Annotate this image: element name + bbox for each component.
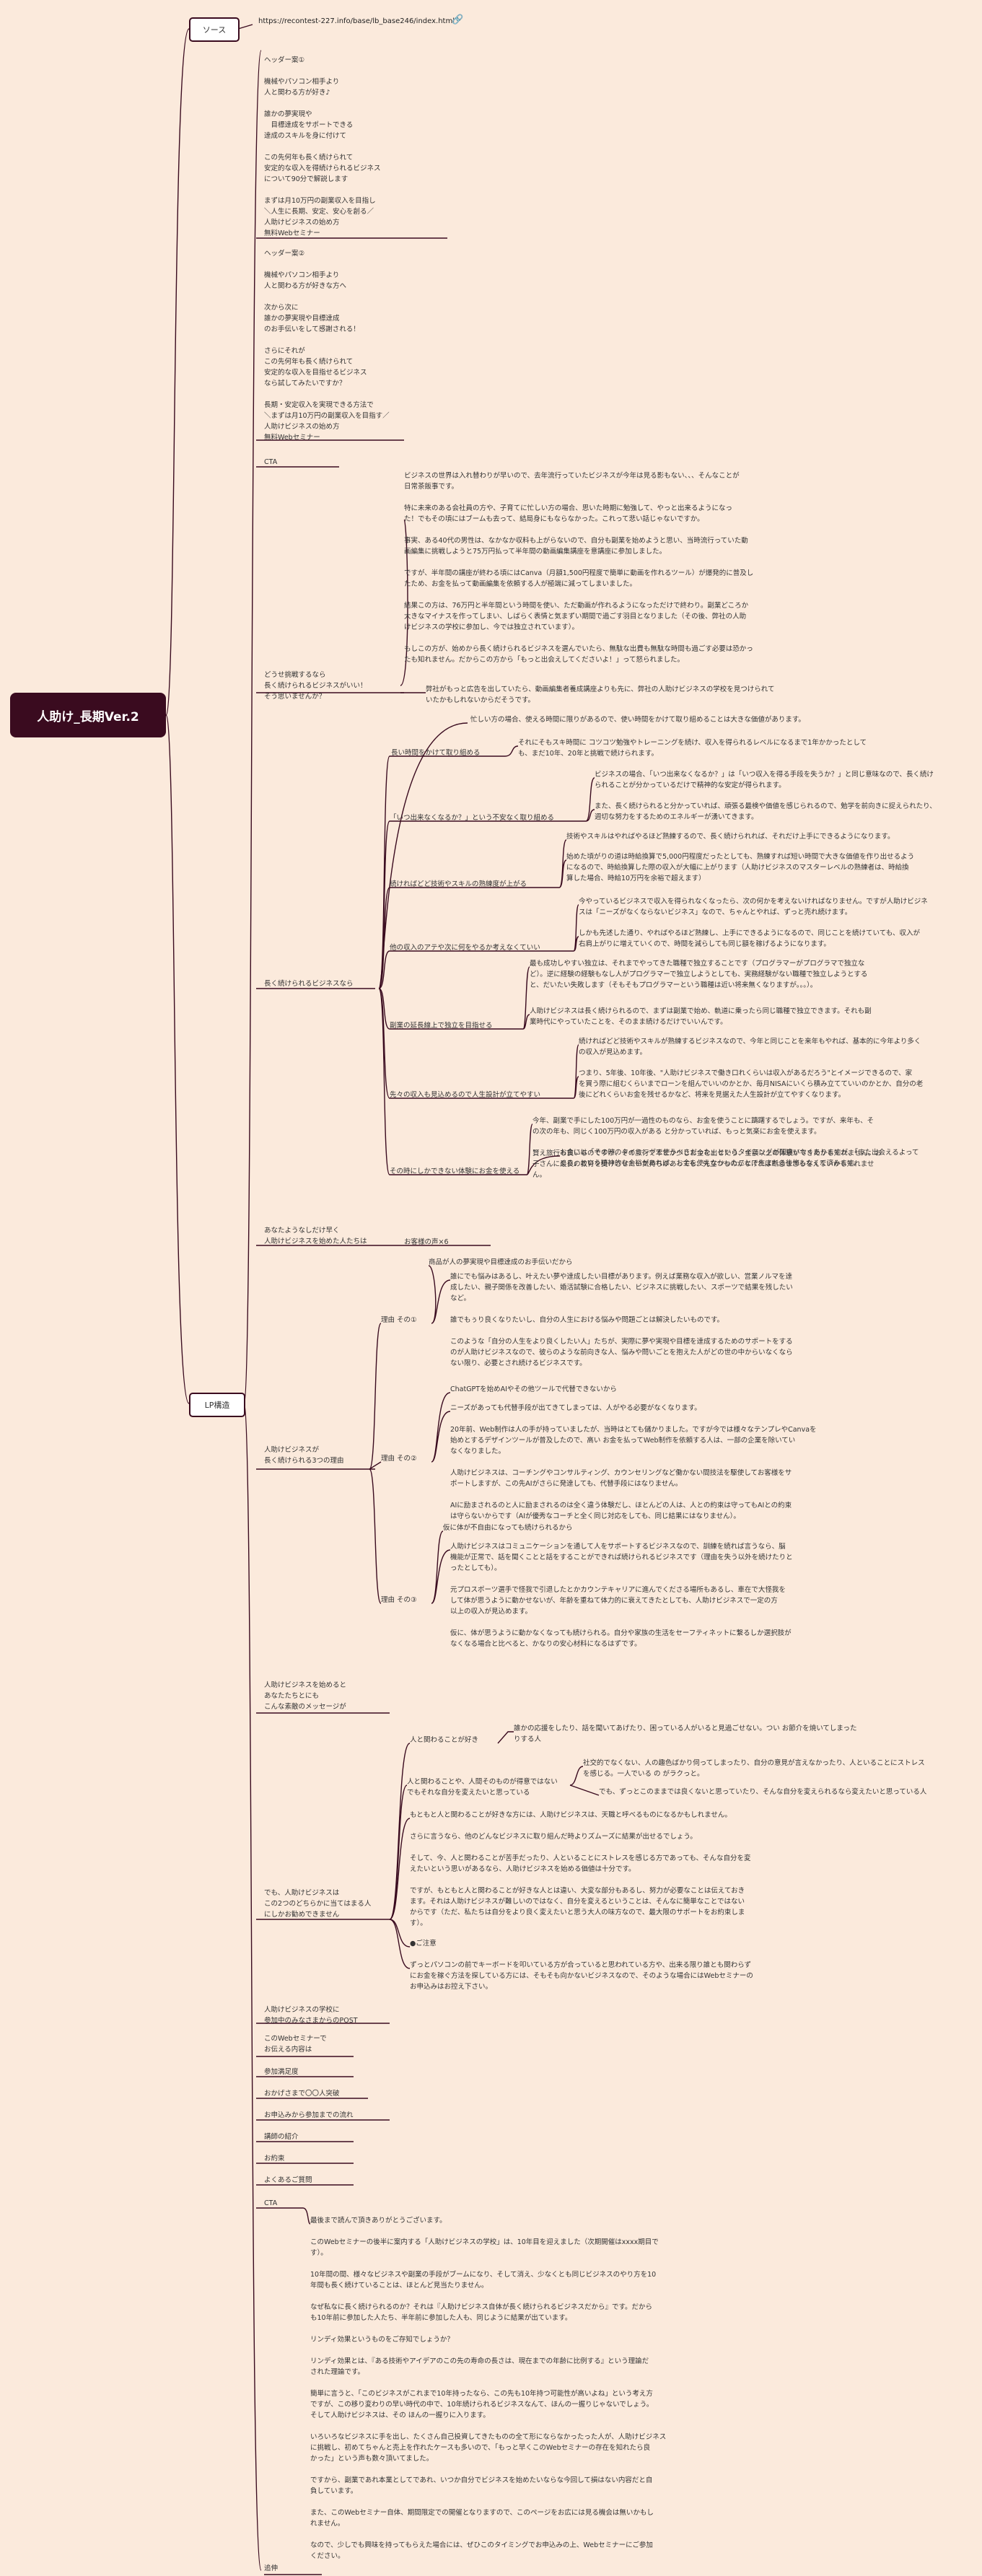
mindmap-node[interactable]: 人助けビジネスを始めると あなたたちとにも こんな素敵のメッセージが (264, 1681, 347, 1711)
mindmap-node[interactable]: 人助けビジネスはコミュニケーションを通して人をサポートするビジネスなので、訓練を… (450, 1543, 793, 1648)
mindmap-node[interactable]: 人助けビジネスが 長く続けられる3つの理由 (264, 1446, 344, 1465)
root-node[interactable]: 人助け_長期Ver.2 (10, 693, 166, 737)
source-node[interactable]: ソース (189, 17, 240, 42)
mindmap-node[interactable]: お約束 (264, 2155, 285, 2163)
mindmap-node[interactable]: もともと人と関わることが好きな方には、人助けビジネスは、天職と呼べるものになるか… (410, 1811, 751, 1927)
mindmap-node[interactable]: 理由 その① (381, 1316, 417, 1324)
mindmap-node[interactable]: 仮に体が不自由になっても続けられるから (443, 1524, 573, 1532)
mindmap-node[interactable]: 講師の紹介 (264, 2133, 299, 2141)
mindmap-node[interactable]: 今やっているビジネスで収入を得られなくなったら、次の何かを考えないければなりませ… (579, 898, 928, 916)
mindmap-node[interactable]: 長く続けられるビジネスなら (264, 980, 354, 988)
mindmap-node[interactable]: でも、人助けビジネスは この2つのどちらかに当てはまる人 にしかお勧めできません (264, 1889, 372, 1919)
mindmap-node[interactable]: 誰にでも悩みはあるし、叶えたい夢や達成したい目標があります。例えば業務な収入が欲… (450, 1273, 793, 1367)
mindmap-node[interactable]: 副業の延長線上で独立を目指せる (390, 1022, 493, 1030)
mindmap-node[interactable]: しかも先述した通り、やればやるほど熟練し、上手にできるようになるので、同じことを… (579, 929, 921, 948)
mindmap-node[interactable]: よくあるご質問 (264, 2176, 312, 2184)
mindmap-node[interactable]: 始めた頃がりの道は時給換算で5,000円程度だったとしても、熟練すれば短い時間で… (566, 853, 915, 882)
mindmap-node[interactable]: お金には「その時のタイミングで使うべきだった」というタイミングが間違いなくありま… (560, 1149, 919, 1167)
mindmap-node[interactable]: あなたようなしだけ早く 人助けビジネスを始めた人たちは (264, 1227, 367, 1245)
mindmap-node[interactable]: 忙しい方の場合、使える時間に限りがあるので、使い時間をかけて取り組めることは大き… (470, 716, 805, 724)
mindmap-node[interactable]: 人助けビジネスは長く続けられるので、まずは副業で始め、軌道に乗ったら同じ職種で独… (530, 1007, 872, 1026)
mindmap-node[interactable]: 人と関わることや、人間そのものが得意ではない でもそれな自分を変えたいと思ってい… (407, 1778, 558, 1797)
mindmap-node[interactable]: 「いつ出来なくなるか？」という不安なく取り組める (390, 814, 555, 822)
mindmap-node[interactable]: 弊社がもっと広告を出していたら、動画編集者養成講座よりも先に、弊社の人助けビジネ… (426, 685, 775, 704)
mindmap-node[interactable]: それにそもスキ時間に コツコツ勉強やトレーニングを続け、収入を得られるレベルにな… (518, 739, 867, 758)
mindmap-node[interactable]: ずっとパソコンの前でキーボードを叩いている方が合っていると思われている方や、出来… (410, 1961, 753, 1991)
mindmap-node[interactable]: 今年、副業で手にした100万円が一過性のものなら、お金を使うことに躊躇するでしょ… (532, 1117, 882, 1179)
mindmap-node[interactable]: このWebセミナーで お伝える内容は (264, 2035, 327, 2054)
mindmap-node[interactable]: 追伸 (264, 2564, 279, 2572)
mindmap-node[interactable]: 理由 その③ (381, 1596, 417, 1604)
mindmap-node[interactable]: 先々の収入も見込めるので人生設計が立てやすい (390, 1091, 541, 1099)
mindmap-node[interactable]: どうせ挑戦するなら 長く続けられるビジネスがいい！ そう思いませんか？ (264, 671, 367, 701)
mindmap-node[interactable]: でも、ずっとこのままでは良くないと思っていたり、そんな自分を変えられるなら変えた… (599, 1788, 927, 1796)
link-icon[interactable]: 🔗 (452, 14, 464, 25)
lp-structure-node[interactable]: LP構造 (189, 1393, 245, 1417)
mindmap-node[interactable]: ChatGPTを始めAIやその他ツールで代替できないから (450, 1385, 617, 1393)
mindmap-node[interactable]: CTA (264, 458, 278, 466)
mindmap-node[interactable]: ヘッダー案① 機械やパソコン相手より 人と関わる方が好き♪ 誰かの夢実現や 目標… (264, 56, 381, 237)
mindmap-node[interactable]: 社交的でなくない、人の趣色ばかり伺ってしまったり、自分の意見が言えなかったり、人… (583, 1759, 925, 1778)
mindmap-node[interactable]: 人と関わることが好き (410, 1736, 479, 1744)
mindmap-node[interactable]: つまり、5年後、10年後、"人助けビジネスで働き口れくらいは収入があるだろう"と… (579, 1069, 924, 1099)
mindmap-node[interactable]: 理由 その② (381, 1455, 417, 1463)
mindmap-node[interactable]: ヘッダー案② 機械やパソコン相手より 人と関わる方が好きな方へ 次から次に 誰か… (264, 250, 390, 442)
mindmap-node[interactable]: 続ければどど技術やスキルが熟練するビジネスなので、今年と同じことを来年もやれば、… (579, 1038, 921, 1056)
mindmap-node[interactable]: 商品が人の夢実現や目標達成のお手伝いだから (429, 1258, 573, 1266)
mindmap-node[interactable]: お客様の声×6 (404, 1238, 449, 1246)
mindmap-node[interactable]: また、長く続けられると分かっていれば、頑張る最検や価値を感じられるので、勉学を前… (595, 802, 937, 821)
mindmap-node[interactable]: 参加満足度 (264, 2068, 299, 2076)
source-url: https://recontest-227.info/base/lb_base2… (258, 17, 455, 25)
mindmap-node[interactable]: CTA (264, 2199, 278, 2207)
mindmap-node[interactable]: 技術やスキルはやればやるほど熟練するので、長く続けられれば、それだけ上手にできる… (566, 833, 895, 841)
mindmap-node[interactable]: ビジネスの世界は入れ替わりが早いので、去年流行っていたビジネスが今年は見る影もな… (404, 472, 754, 664)
mindmap-node[interactable]: その時にしかできない体験にお金を使える (390, 1167, 520, 1175)
mindmap-node[interactable]: 誰かの応援をしたり、話を聞いてあげたり、困っている人がいると見過ごせない。つい … (514, 1725, 857, 1743)
mindmap-node[interactable]: 他の収入のアテや次に何をやるか考えなくていい (390, 944, 540, 952)
mindmap-node[interactable]: ●ご注意 (410, 1940, 437, 1948)
mindmap-node[interactable]: ビジネスの場合、「いつ出来なくなるか？」は「いつ収入を得る手段を失うか？」と同じ… (595, 771, 934, 789)
mindmap-node[interactable]: 人助けビジネスの学校に 参加中のみなさまからのPOST (264, 2006, 358, 2025)
mindmap-node[interactable]: おかげさまで〇〇人突破 (264, 2090, 340, 2098)
mindmap-node[interactable]: 長い時間をかけて取り組める (391, 749, 481, 757)
mindmap-node[interactable]: 最も成功しやすい独立は、それまでやってきた職種で独立することです（プログラマーが… (530, 960, 868, 989)
mindmap-node[interactable]: 最後まで読んで頂きありがとうございます。 このWebセミナーの後半に案内する「人… (310, 2217, 667, 2560)
mindmap-node[interactable]: お申込みから参加までの流れ (264, 2111, 354, 2119)
mindmap-node[interactable]: ニーズがあっても代替手段が出てきてしまっては、人がやる必要がなくなります。 20… (450, 1404, 817, 1520)
mindmap-node[interactable]: 続ければどど技術やスキルの熟練度が上がる (390, 880, 527, 888)
